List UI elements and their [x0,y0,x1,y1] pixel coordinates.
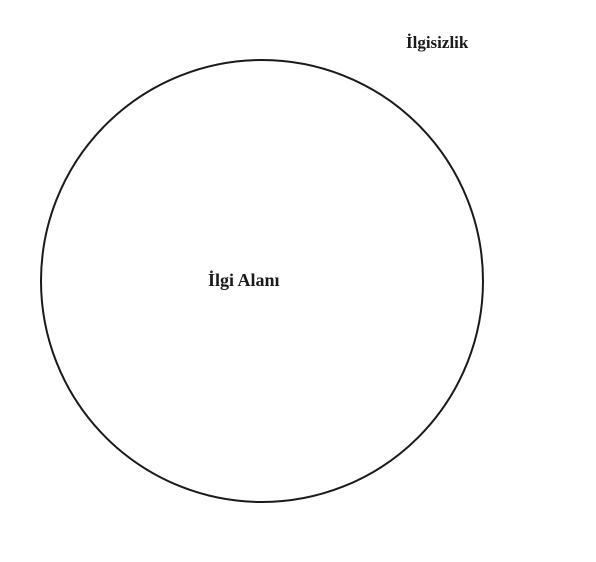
outer-region-label: İlgisizlik [406,33,469,52]
circle-label: İlgi Alanı [208,270,280,290]
interest-area-circle [40,59,484,503]
